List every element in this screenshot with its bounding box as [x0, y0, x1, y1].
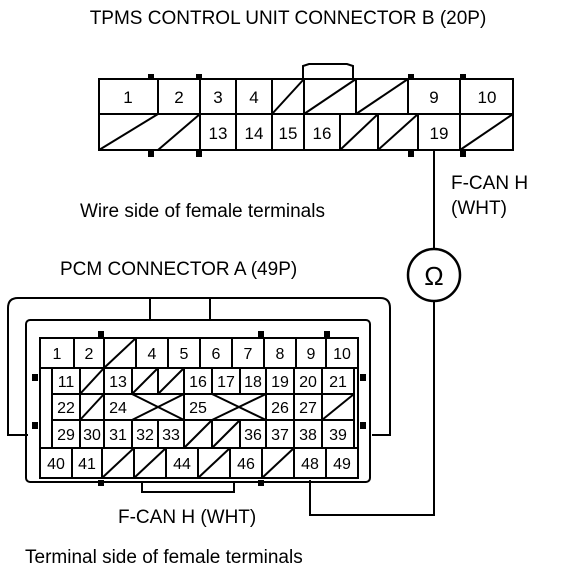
a-pin-49: 49: [333, 456, 351, 473]
a-pin-36: 36: [244, 427, 262, 444]
connector-a-shell: [25, 319, 371, 483]
a-pin-8: 8: [276, 346, 285, 363]
test-leads: [309, 150, 435, 516]
connector-a-latches: [32, 331, 366, 486]
b-pin-3: 3: [213, 88, 222, 107]
a-pin-16: 16: [189, 374, 207, 391]
b-pin-16: 16: [313, 124, 332, 143]
connector-a-bottom-tab: [141, 482, 235, 493]
wire-label-b-line1: F-CAN H: [451, 173, 528, 194]
a-pin-1: 1: [53, 346, 62, 363]
a-pin-31: 31: [109, 427, 127, 444]
a-pin-39: 39: [329, 427, 347, 444]
b-pin-4: 4: [249, 88, 258, 107]
connector-b-lock-tab: [302, 63, 354, 80]
a-pin-21: 21: [329, 374, 347, 391]
a-pin-18: 18: [244, 374, 262, 391]
connector-b-caption: Wire side of female terminals: [80, 201, 325, 222]
a-pin-4: 4: [148, 346, 157, 363]
a-pin-13: 13: [109, 374, 127, 391]
a-pin-10: 10: [333, 346, 351, 363]
a-pin-24: 24: [109, 400, 127, 417]
a-pin-38: 38: [299, 427, 317, 444]
connector-b-pins: 1 2 3 4 9 10 13 14 15 16 19: [123, 88, 496, 143]
a-pin-7: 7: [244, 346, 253, 363]
a-pin-5: 5: [180, 346, 189, 363]
wire-label-b-line2: (WHT): [451, 198, 507, 219]
a-pin-19: 19: [271, 374, 289, 391]
a-pin-30: 30: [83, 427, 101, 444]
a-pin-40: 40: [47, 456, 65, 473]
b-pin-10: 10: [478, 88, 497, 107]
a-pin-11: 11: [58, 374, 75, 391]
a-pin-44: 44: [173, 456, 191, 473]
a-pin-26: 26: [271, 400, 289, 417]
a-pin-32: 32: [136, 427, 154, 444]
b-pin-13: 13: [209, 124, 228, 143]
a-pin-25: 25: [189, 400, 207, 417]
connector-a-top-tab: [149, 297, 211, 321]
b-pin-9: 9: [429, 88, 438, 107]
wire-label-a: F-CAN H (WHT): [118, 507, 256, 528]
b-pin-15: 15: [279, 124, 298, 143]
a-pin-41: 41: [78, 456, 96, 473]
ohmmeter-symbol: Ω: [424, 261, 443, 291]
b-pin-1: 1: [123, 88, 132, 107]
connector-a-title: PCM CONNECTOR A (49P): [60, 259, 297, 280]
connector-b-title: TPMS CONTROL UNIT CONNECTOR B (20P): [90, 8, 487, 29]
a-pin-46: 46: [237, 456, 255, 473]
a-pin-27: 27: [299, 400, 317, 417]
a-pin-33: 33: [162, 427, 180, 444]
a-pin-37: 37: [271, 427, 289, 444]
connector-b-latches: [148, 74, 466, 157]
connector-a: [7, 297, 391, 493]
b-pin-2: 2: [174, 88, 183, 107]
a-pin-6: 6: [212, 346, 221, 363]
a-pin-48: 48: [301, 456, 319, 473]
a-pin-22: 22: [57, 400, 75, 417]
connector-a-caption: Terminal side of female terminals: [25, 547, 303, 568]
connector-b: [98, 63, 514, 151]
b-pin-19: 19: [430, 124, 449, 143]
connector-a-pins: 1 2 4 5 6 7 8 9 10 11 13 16 17 18 19 20 …: [47, 346, 351, 473]
a-pin-17: 17: [217, 374, 235, 391]
a-pin-20: 20: [299, 374, 317, 391]
b-pin-14: 14: [245, 124, 264, 143]
a-pin-29: 29: [57, 427, 75, 444]
probe-lead-a: [309, 302, 435, 516]
ohmmeter-icon: Ω: [406, 247, 462, 303]
a-pin-2: 2: [85, 346, 94, 363]
a-pin-9: 9: [307, 346, 316, 363]
